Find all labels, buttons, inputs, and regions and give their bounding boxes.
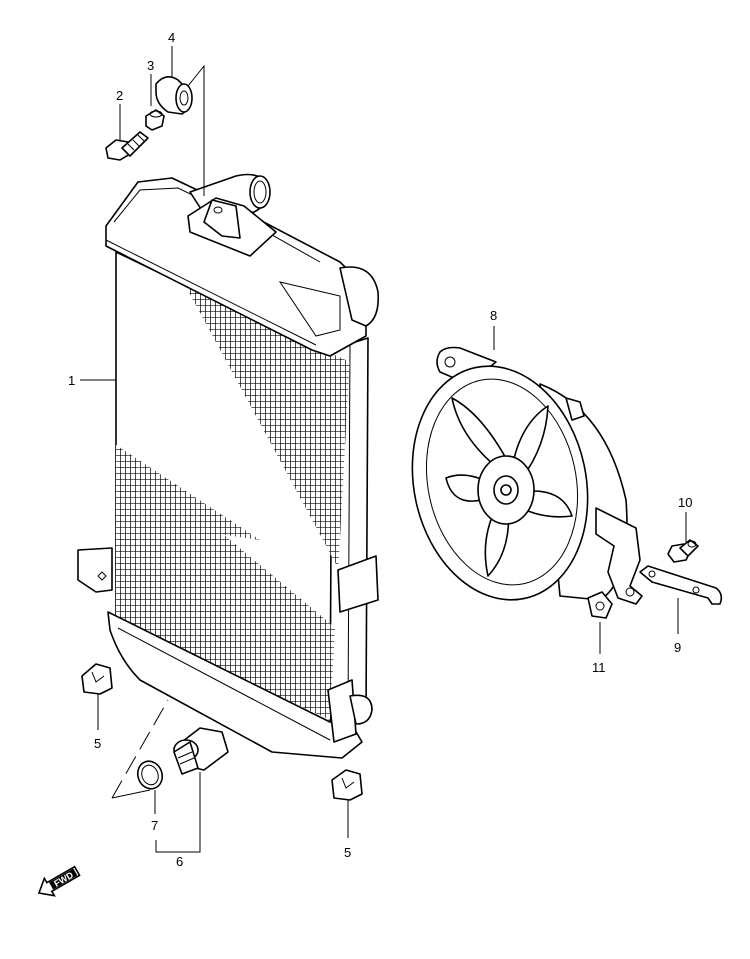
clip-part-5-left <box>81 663 113 695</box>
fan-bracket-part-9 <box>639 565 723 605</box>
radiator-assembly <box>77 173 380 759</box>
callout-9: 9 <box>674 640 681 655</box>
cooling-fan-assembly <box>411 346 643 605</box>
radiator-mount-boss <box>337 555 379 613</box>
radiator-left-bracket <box>77 547 113 593</box>
callout-10: 10 <box>678 495 692 510</box>
callout-11: 11 <box>592 660 606 675</box>
callout-5-right: 5 <box>344 845 351 860</box>
callout-2: 2 <box>116 88 123 103</box>
callout-7: 7 <box>151 818 158 833</box>
callout-5-left: 5 <box>94 736 101 751</box>
radiator-fins <box>116 285 350 720</box>
cushion-part-4 <box>155 76 193 115</box>
radiator-drain-boss <box>349 694 373 725</box>
radiator-lower-tank <box>107 611 363 759</box>
collar-part-3 <box>145 109 165 131</box>
fwd-arrow-icon: FWD <box>37 865 81 897</box>
thermo-switch-part-6 <box>173 727 229 775</box>
callout-labels: 1 2 3 4 5 5 6 7 8 9 10 11 <box>68 30 692 869</box>
bolt-part-2 <box>105 131 149 161</box>
callout-8: 8 <box>490 308 497 323</box>
radiator-lower-bracket <box>327 679 357 743</box>
callout-4: 4 <box>168 30 175 45</box>
radiator-outlet-stub <box>339 266 380 327</box>
callout-1: 1 <box>68 373 75 388</box>
callout-3: 3 <box>147 58 154 73</box>
nut-part-11 <box>587 591 613 619</box>
callout-6: 6 <box>176 854 183 869</box>
clip-part-5-right <box>331 769 363 801</box>
leader-lines <box>80 46 687 853</box>
bolt-part-10 <box>667 539 699 563</box>
o-ring-part-7 <box>136 760 164 790</box>
